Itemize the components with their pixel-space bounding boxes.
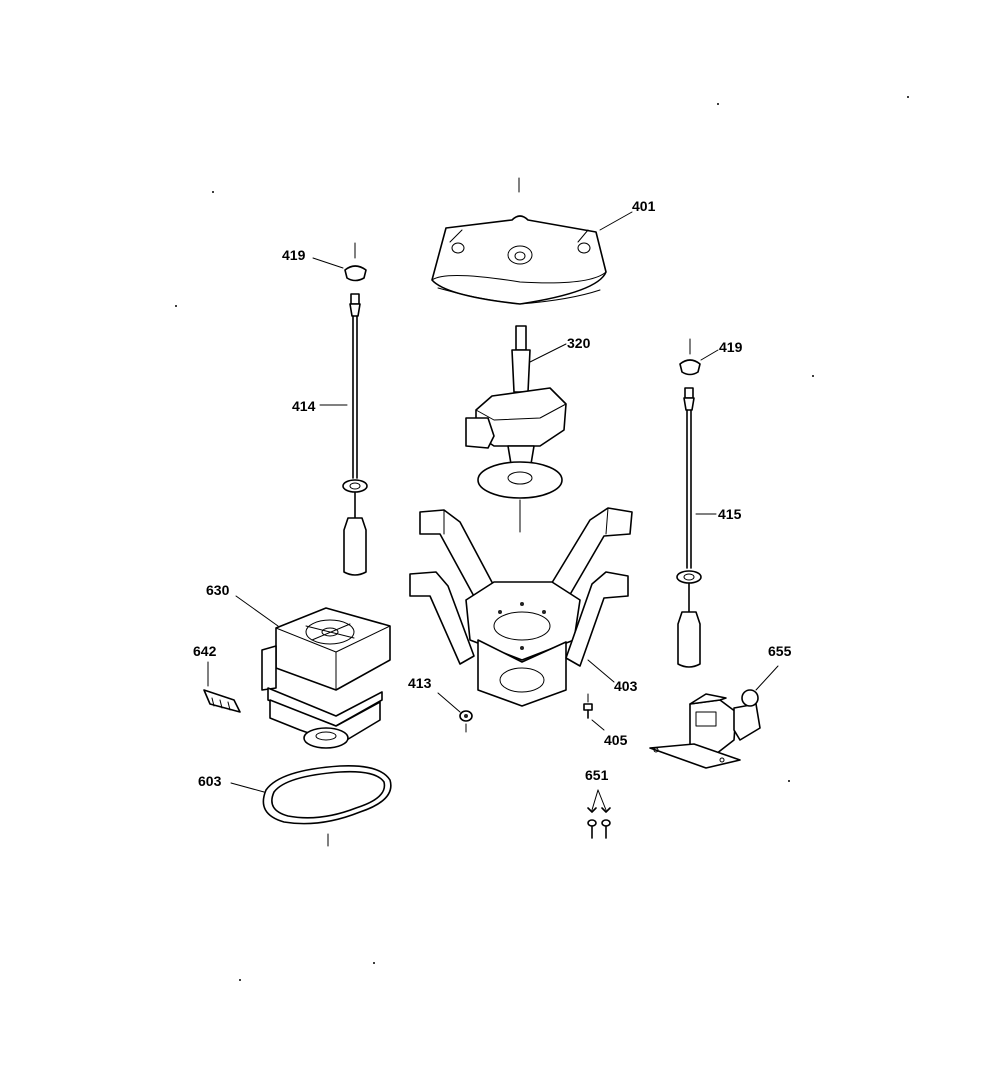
label-419-right: 419 xyxy=(719,339,743,355)
label-630: 630 xyxy=(206,582,230,598)
label-651: 651 xyxy=(585,767,609,783)
label-642: 642 xyxy=(193,643,217,659)
part-603-belt xyxy=(230,764,392,847)
scan-specks xyxy=(175,96,909,981)
part-419-left-nut xyxy=(312,242,367,282)
part-630-motor xyxy=(235,595,391,749)
label-603: 603 xyxy=(198,773,222,789)
part-642-clip xyxy=(203,661,241,713)
label-414: 414 xyxy=(292,398,316,414)
label-405: 405 xyxy=(604,732,628,748)
label-415: 415 xyxy=(718,506,742,522)
label-320: 320 xyxy=(567,335,591,351)
part-401-cover xyxy=(431,177,633,305)
part-320-transmission xyxy=(465,325,567,533)
label-655: 655 xyxy=(768,643,792,659)
label-413: 413 xyxy=(408,675,432,691)
label-401: 401 xyxy=(632,198,656,214)
part-413-nut xyxy=(437,692,473,733)
part-415-suspension-rod xyxy=(676,387,717,668)
label-419-left: 419 xyxy=(282,247,306,263)
label-403: 403 xyxy=(614,678,638,694)
part-403-base-bracket xyxy=(409,507,633,707)
part-655-pump xyxy=(649,665,779,769)
part-651-screws xyxy=(587,789,611,839)
part-419-right-nut xyxy=(679,338,719,376)
part-414-suspension-rod xyxy=(319,293,368,576)
part-405-bolt xyxy=(583,693,605,731)
